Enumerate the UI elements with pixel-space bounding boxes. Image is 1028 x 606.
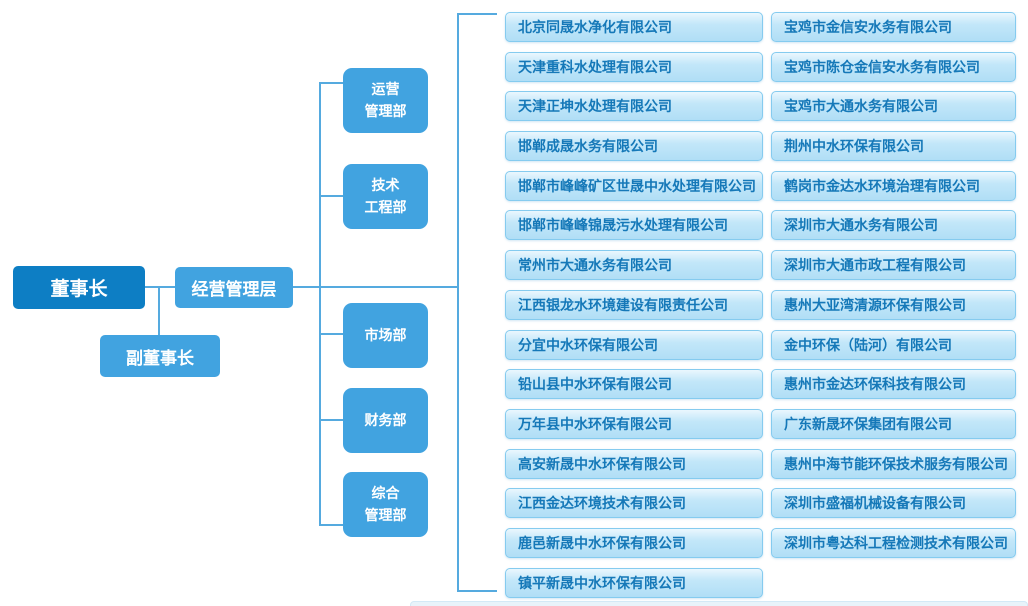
node-dept-technology: 技术 工程部 — [343, 164, 428, 229]
company-box: 深圳市大通市政工程有限公司 — [771, 250, 1016, 281]
company-box: 惠州中海节能环保技术服务有限公司 — [771, 448, 1016, 479]
connector-management-trunk — [293, 286, 458, 288]
subsidiary-trunk-top-stub — [457, 13, 497, 15]
company-box: 宝鸡市金信安水务有限公司 — [771, 12, 1016, 42]
stub-dept-finance — [319, 419, 343, 421]
node-dept-finance: 财务部 — [343, 388, 428, 453]
company-box: 惠州大亚湾清源环保有限公司 — [771, 289, 1016, 320]
company-box: 荆州中水环保有限公司 — [771, 131, 1016, 162]
company-box: 深圳市粤达科工程检测技术有限公司 — [771, 527, 1016, 558]
company-box: 金中环保（陆河）有限公司 — [771, 329, 1016, 360]
company-box: 鹿邑新晟中水环保有限公司 — [505, 527, 763, 558]
node-dept-market: 市场部 — [343, 303, 428, 368]
node-chairman: 董事长 — [13, 266, 145, 309]
node-management-layer: 经营管理层 — [175, 267, 293, 308]
connector-vice-chairman-drop — [158, 286, 160, 336]
company-box: 宝鸡市大通水务有限公司 — [771, 91, 1016, 122]
company-box: 万年县中水环保有限公司 — [505, 408, 763, 439]
stub-dept-market — [319, 333, 343, 335]
company-box: 邯郸成晟水务有限公司 — [505, 131, 763, 162]
company-box: 镇平新晟中水环保有限公司 — [505, 567, 763, 598]
company-box: 江西金达环境技术有限公司 — [505, 488, 763, 519]
node-dept-general: 综合 管理部 — [343, 472, 428, 537]
company-box: 广东新晟环保集团有限公司 — [771, 408, 1016, 439]
company-box: 北京同晟水净化有限公司 — [505, 12, 763, 42]
company-box: 江西银龙水环境建设有限责任公司 — [505, 289, 763, 320]
stub-dept-general — [319, 524, 343, 526]
subsidiary-trunk-line — [457, 13, 459, 592]
connector-chairman-management — [145, 286, 175, 288]
node-vice-chairman: 副董事长 — [100, 335, 220, 377]
company-box: 邯郸市峰峰锦晟污水处理有限公司 — [505, 210, 763, 241]
company-box: 天津重科水处理有限公司 — [505, 51, 763, 82]
company-box: 分宜中水环保有限公司 — [505, 329, 763, 360]
subsidiary-column-2: 宝鸡市金信安水务有限公司 宝鸡市陈仓金信安水务有限公司 宝鸡市大通水务有限公司 … — [771, 12, 1016, 558]
company-box: 鹤岗市金达水环境治理有限公司 — [771, 170, 1016, 201]
stub-dept-operations — [319, 82, 343, 84]
bottom-partial-box — [410, 601, 1028, 606]
company-box: 高安新晟中水环保有限公司 — [505, 448, 763, 479]
subsidiary-trunk-bottom-stub — [457, 590, 497, 592]
subsidiary-column-1: 北京同晟水净化有限公司 天津重科水处理有限公司 天津正坤水处理有限公司 邯郸成晟… — [505, 12, 763, 598]
company-box: 宝鸡市陈仓金信安水务有限公司 — [771, 51, 1016, 82]
node-dept-operations: 运营 管理部 — [343, 68, 428, 133]
company-box: 深圳市大通水务有限公司 — [771, 210, 1016, 241]
stub-dept-technology — [319, 195, 343, 197]
company-box: 常州市大通水务有限公司 — [505, 250, 763, 281]
company-box: 天津正坤水处理有限公司 — [505, 91, 763, 122]
company-box: 邯郸市峰峰矿区世晟中水处理有限公司 — [505, 170, 763, 201]
department-trunk-line — [319, 82, 321, 526]
company-box: 惠州市金达环保科技有限公司 — [771, 369, 1016, 400]
company-box: 铅山县中水环保有限公司 — [505, 369, 763, 400]
company-box: 深圳市盛福机械设备有限公司 — [771, 488, 1016, 519]
